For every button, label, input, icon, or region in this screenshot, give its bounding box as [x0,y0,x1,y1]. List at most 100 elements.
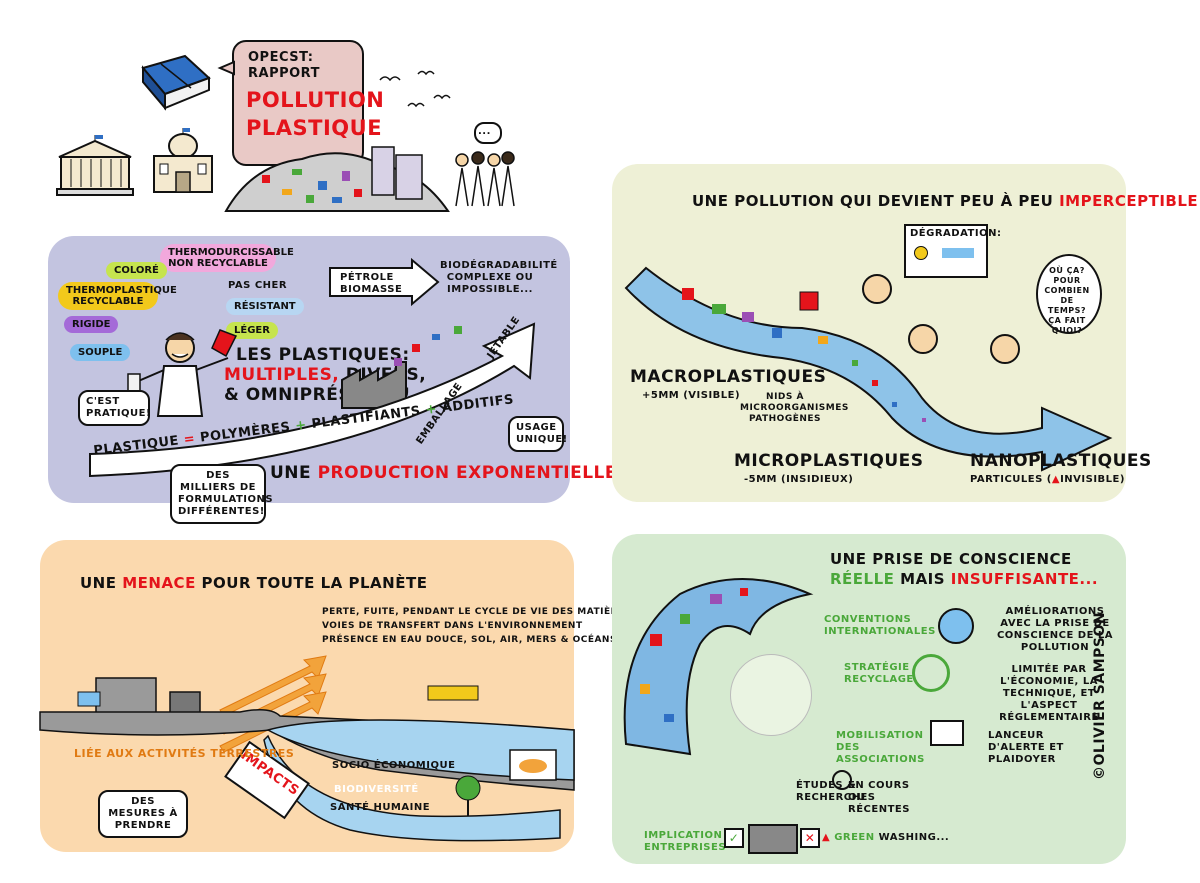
wave-illustration [623,578,814,756]
conscience-title-line2: RÉELLE MAIS INSUFFISANTE... [830,570,1098,589]
landscape-illustration [39,655,575,842]
tag-thermoplastique: THERMOPLASTIQUE RECYCLABLE [58,282,177,310]
transfer-line-2: VOIES DE TRANSFERT DANS L'ENVIRONNEMENT [322,621,583,631]
megaphone-icon [930,720,964,746]
row1-left: CONVENTIONS INTERNATIONALES [824,614,936,637]
mesures-bubble: DES MESURES À PRENDRE [98,790,188,838]
signature: ©OLIVIER SAMPSON [1092,611,1108,780]
worried-face-1 [862,274,892,304]
socio-economique: SOCIO ÉCONOMIQUE [332,760,456,771]
nids-text: NIDS À MICROORGANISMES PATHOGÈNES [740,392,849,424]
transfer-line-1: PERTE, FUITE, PENDANT LE CYCLE DE VIE DE… [322,607,632,617]
imperceptible-title-highlight: IMPERCEPTIBLE [1059,192,1199,210]
production-exponentielle-text: UNE PRODUCTION EXPONENTIELLE! [270,464,625,483]
panel-imperceptible: UNE POLLUTION QUI DEVIENT PEU À PEU IMPE… [612,164,1198,502]
nano-sub-prefix: PARTICULES ( [970,474,1052,485]
warning-icon: ▲ [1051,474,1061,485]
wave-icon [942,248,974,258]
menace-title-suffix: POUR TOUTE LA PLANÈTE [201,574,428,592]
nanoplastiques-sub: PARTICULES (▲INVISIBLE) [970,474,1125,486]
macroplastiques-label: MACROPLASTIQUES [630,367,827,387]
biodiversite: BIODIVERSITÉ [334,784,419,795]
greenwashing-warning-icon: ▲ [822,832,831,843]
menace-title: UNE MENACE POUR TOUTE LA PLANÈTE [80,574,427,593]
biodegradabilite-text: BIODÉGRADABILITÉ COMPLEXE OU IMPOSSIBLE.… [440,260,558,295]
en-cours-label: EN COURS OU RÉCENTES [848,780,910,815]
assemblee-building-icon [56,135,134,196]
crowd-people-illustration [455,151,515,207]
menace-title-prefix: UNE [80,574,117,592]
etudes-label: ÉTUDES & RECHERCHES [796,780,876,803]
production-growth-arrow [89,322,536,478]
globe-network-icon [938,608,974,644]
petrole-arrow [329,257,440,307]
macroplastiques-sub: +5MM (VISIBLE) [642,390,741,401]
imperceptible-title-prefix: UNE POLLUTION QUI DEVIENT PEU À PEU [692,192,1054,210]
green-text: GREEN [834,832,875,843]
scared-character-circle [730,654,812,736]
title-mais: MAIS [900,570,946,588]
tag-pas-cher: PAS CHER [228,280,288,291]
une-text: UNE [270,463,312,483]
transfer-line-3: PRÉSENCE EN EAU DOUCE, SOL, AIR, MERS & … [322,635,617,645]
menace-title-highlight: MENACE [122,574,196,592]
panel-plastics: THERMODURCISSABLE NON RECYCLABLE COLORÉ … [48,236,625,524]
tag-colore: COLORÉ [106,262,167,279]
row2-right: LIMITÉE PAR L'ÉCONOMIE, LA TECHNIQUE, ET… [999,664,1099,723]
magnifier-icon [832,770,852,790]
microplastiques-label: MICROPLASTIQUES [734,451,924,471]
question-text: OÙ ÇA? POUR COMBIEN DE TEMPS? ÇA FAIT QU… [1044,266,1090,335]
presenter-character [127,329,238,417]
company-factory-icon [748,824,798,854]
tag-souple: SOUPLE [70,344,131,361]
formula-plus-1: + [294,417,308,434]
les-plastiques-title: LES PLASTIQUES: [236,345,410,365]
tag-rigide: RIGIDE [64,316,119,333]
senat-building-icon [153,128,213,193]
nanoplastiques-label: NANOPLASTIQUES [970,451,1152,471]
worried-face-2 [908,324,938,354]
washing-text: WASHING... [878,832,950,843]
cest-pratique-bubble: C'EST PRATIQUE! [78,390,151,426]
tag-thermodurcissable: THERMODURCISSABLE NON RECYCLABLE [160,244,294,272]
microplastiques-sub: -5MM (INSIDIEUX) [744,474,854,485]
tag-leger: LÉGER [226,322,278,339]
row3-right: LANCEUR D'ALERTE ET PLAIDOYER [988,730,1064,765]
formula-plus-2: + [424,401,438,418]
sun-icon [914,246,928,260]
worried-face-3 [990,334,1020,364]
degradation-sign: DÉGRADATION: [904,224,1001,278]
question-bubble [1036,254,1102,334]
usage-unique-bubble: USAGE UNIQUE! [508,416,567,452]
liee-activites: LIÉE AUX ACTIVITÉS TERRESTRES [74,747,295,760]
recycle-icon [912,654,950,692]
sante-humaine: SANTÉ HUMAINE [330,802,431,813]
panel-conscience: UNE PRISE DE CONSCIENCE RÉELLE MAIS INSU… [612,534,1126,864]
nano-sub-suffix: INVISIBLE) [1060,474,1125,485]
des-milliers-bubble: DES MILLIERS DE FORMULATIONS DIFFÉRENTES… [170,464,273,524]
title-reelle: RÉELLE [830,570,895,588]
row2-left: STRATÉGIE RECYCLAGE [844,662,914,685]
formula-equals: = [182,431,197,448]
factory-icon [341,361,407,409]
title-pollution: POLLUTION [246,88,385,112]
title-plastique: PLASTIQUE [246,116,383,140]
birds-icon [379,70,451,108]
checkmark-icon: ✓ [724,828,744,848]
greenwashing-label: ▲ GREEN WASHING... [822,832,949,844]
crowd-speech-bubble: ... [474,122,502,144]
multiples-text: MULTIPLES, [224,365,340,385]
cross-icon: ✕ [800,828,820,848]
title-bubble-tail [217,60,235,76]
title-opecst: OPECST: [248,50,314,65]
report-book-icon [141,54,211,111]
row3-left: MOBILISATION DES ASSOCIATIONS [836,730,925,765]
imperceptible-title: UNE POLLUTION QUI DEVIENT PEU À PEU IMPE… [692,192,1198,211]
production-text: PRODUCTION EXPONENTIELLE [317,463,618,483]
river-illustration [624,266,1113,472]
implication-label: IMPLICATION ENTREPRISES [644,830,727,853]
title-bubble: OPECST: RAPPORT POLLUTION PLASTIQUE [232,40,384,166]
tag-resistant: RÉSISTANT [226,298,304,315]
panel-menace: UNE MENACE POUR TOUTE LA PLANÈTE PERTE, … [39,540,631,852]
title-insuffisante: INSUFFISANTE... [950,570,1099,588]
